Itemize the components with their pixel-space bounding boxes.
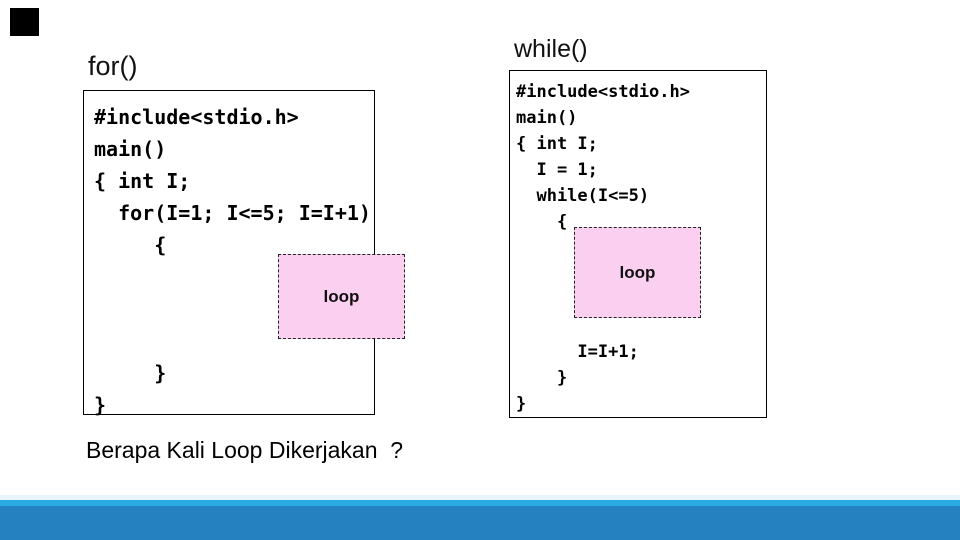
for-code-box: #include<stdio.h> main() { int I; for(I=… [83, 90, 375, 417]
while-heading: while() [514, 35, 588, 63]
footer-cyan-stripe [0, 500, 960, 506]
code-line: #include<stdio.h> [94, 105, 299, 129]
code-line: { [94, 233, 167, 257]
loop-label: loop [323, 286, 360, 306]
code-line: } [94, 393, 107, 417]
question-text: Berapa Kali Loop Dikerjakan ? [86, 437, 404, 463]
code-line: I = 1; [516, 160, 598, 180]
code-line: main() [94, 137, 167, 161]
for-heading: for() [88, 51, 138, 81]
code-line: } [516, 394, 527, 414]
code-line: I=I+1; [516, 342, 639, 362]
footer-blue-bar [0, 506, 960, 540]
while-loop-callout: loop [574, 227, 701, 318]
code-line: } [94, 361, 167, 385]
code-line: { int I; [516, 134, 598, 154]
code-line: { [516, 212, 568, 232]
loop-label: loop [619, 262, 656, 282]
code-line: while(I<=5) [516, 186, 650, 206]
accent-square [10, 8, 39, 36]
code-line: } [516, 368, 568, 388]
code-line: #include<stdio.h> [516, 82, 690, 102]
code-line: main() [516, 108, 578, 128]
code-line: for(I=1; I<=5; I=I+1) [94, 201, 371, 225]
footer-pale-stripe [0, 495, 960, 500]
for-loop-callout: loop [278, 254, 405, 339]
code-line: { int I; [94, 169, 191, 193]
